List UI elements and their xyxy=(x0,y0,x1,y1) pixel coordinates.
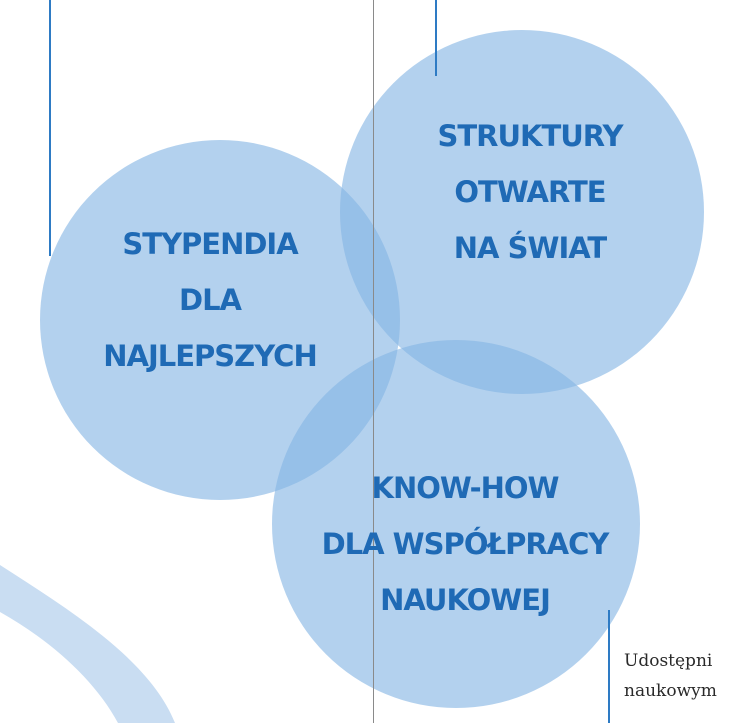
label-line: NA ŚWIAT xyxy=(453,231,607,265)
accent-line-left xyxy=(49,0,51,256)
caption-line: naukowym xyxy=(624,681,717,701)
label-know-how: KNOW-HOW DLA WSPÓŁPRACY NAUKOWEJ xyxy=(300,460,630,628)
caption-text: Udostępni naukowym xyxy=(624,646,739,706)
label-line: DLA WSPÓŁPRACY xyxy=(321,527,610,561)
caption-line: Udostępni xyxy=(624,651,713,671)
label-line: KNOW-HOW xyxy=(371,471,559,505)
label-line: NAJLEPSZYCH xyxy=(103,339,317,373)
page-divider xyxy=(373,0,374,723)
label-scholarships: STYPENDIA DLA NAJLEPSZYCH xyxy=(90,216,330,384)
swoosh-shape xyxy=(0,565,175,723)
label-open-structures: STRUKTURY OTWARTE NA ŚWIAT xyxy=(410,108,650,276)
circle-open-structures xyxy=(340,30,704,394)
label-line: NAUKOWEJ xyxy=(380,583,551,617)
label-line: OTWARTE xyxy=(454,175,606,209)
label-line: STYPENDIA xyxy=(122,227,298,261)
label-line: STRUKTURY xyxy=(437,119,623,153)
circle-know-how xyxy=(272,340,640,708)
accent-line-right xyxy=(435,0,437,76)
label-line: DLA xyxy=(179,283,242,317)
accent-line-bottom xyxy=(608,610,610,723)
